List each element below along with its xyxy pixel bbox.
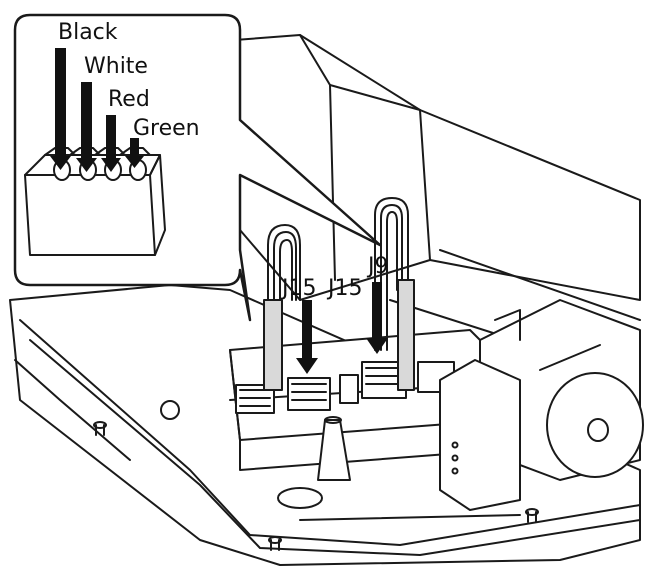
label-j9: J9 [368,254,389,279]
label-green: Green [133,116,200,141]
screw-posts [93,400,539,551]
wire-bundle-right [374,197,415,391]
arrow-green [125,138,144,168]
connector-j15-right [287,377,331,411]
label-j15-right: J15 [328,276,363,301]
arrow-black [50,48,71,170]
arrow-j15 [296,300,318,374]
wire-bundle-left [263,224,301,391]
terminal-block [24,147,166,256]
label-white: White [84,54,148,79]
arrow-j9 [366,282,388,354]
mounting-bracket [439,309,521,511]
label-black: Black [58,20,118,45]
arrow-red [101,115,121,172]
label-red: Red [108,87,150,112]
arrow-white [76,82,97,172]
label-j15-left: J15 [282,276,317,301]
